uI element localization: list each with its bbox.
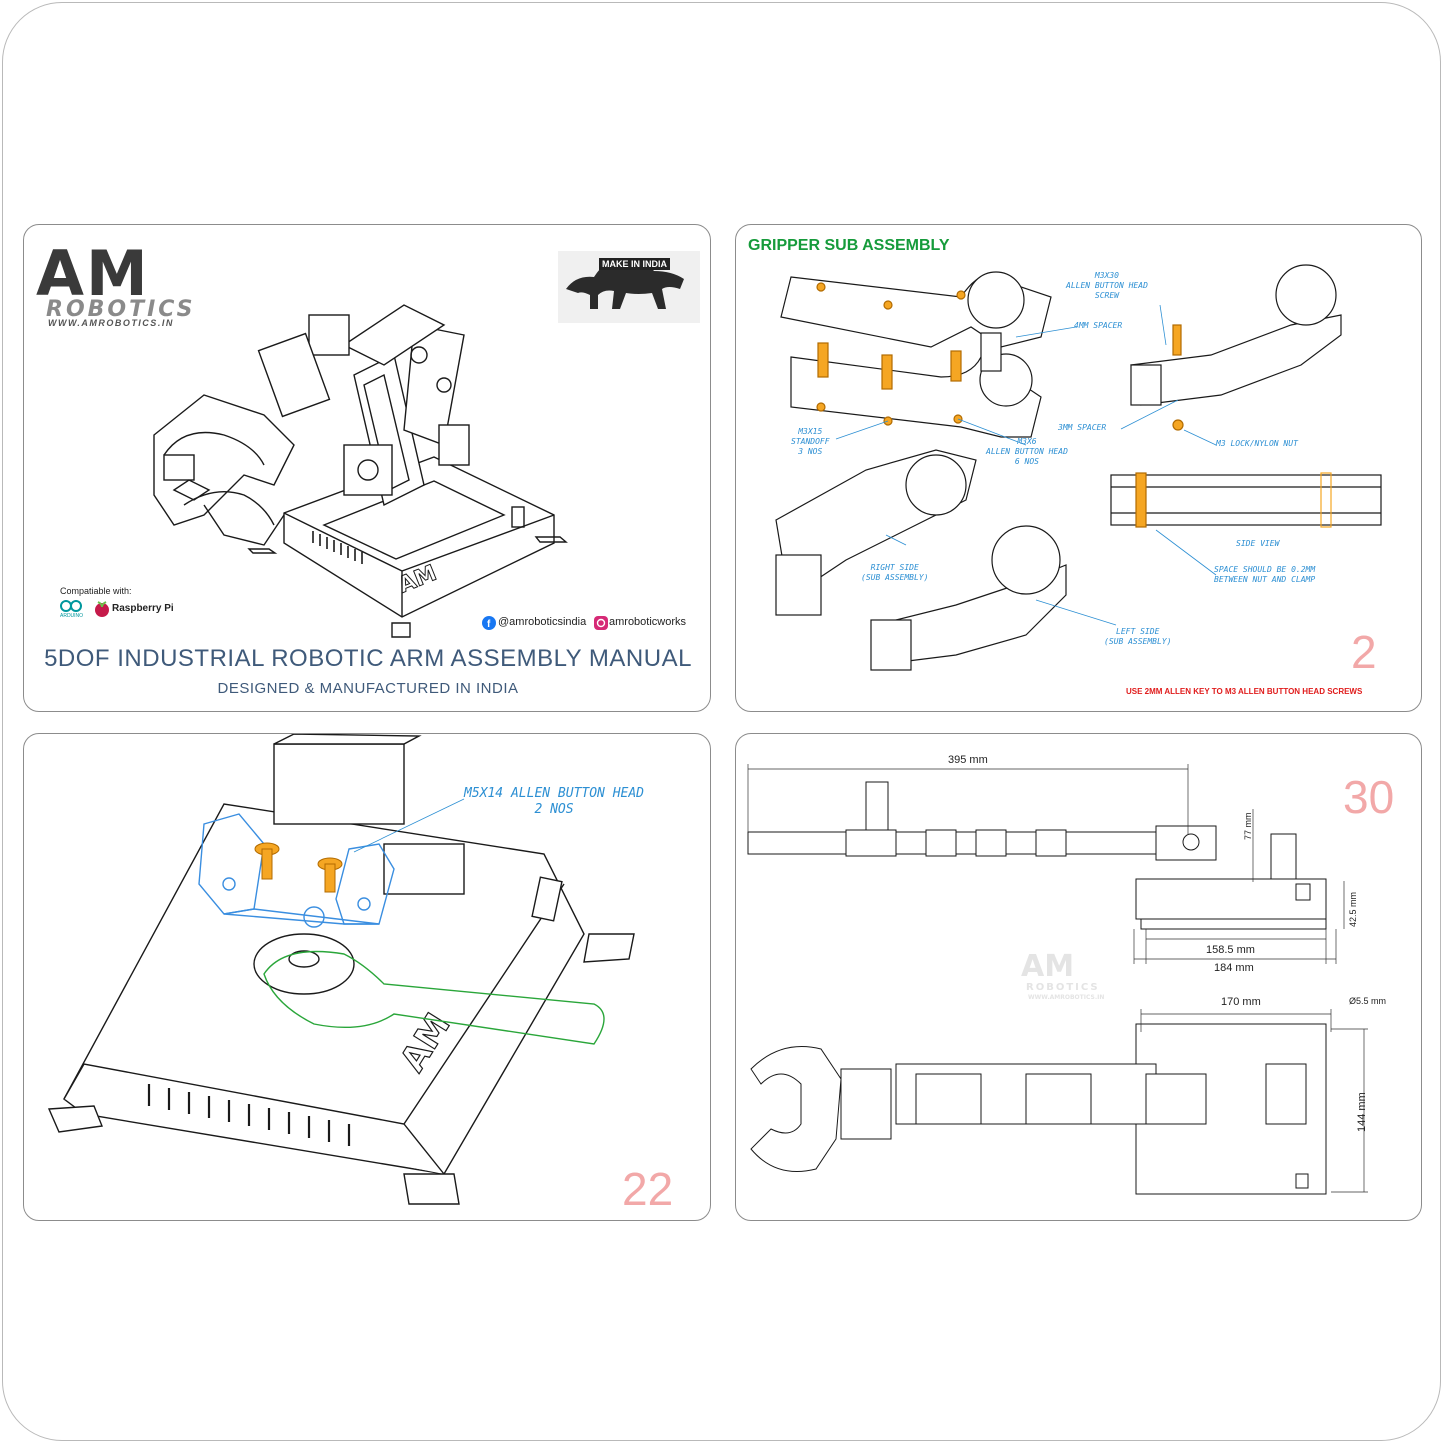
- label-4mm-spacer: 4MM SPACER: [1074, 321, 1123, 330]
- label-m3x6-allen: M3X6 ALLEN BUTTON HEAD 6 NOS: [986, 437, 1068, 466]
- dimension-drawing: [747, 764, 1368, 1195]
- page-number: 30: [1343, 771, 1395, 823]
- dim-158-5: 158.5 mm: [1206, 944, 1255, 956]
- logo-robotics: ROBOTICS: [46, 297, 196, 322]
- page-number: 22: [622, 1163, 674, 1215]
- dim-170: 170 mm: [1221, 996, 1261, 1008]
- facebook-handle: @amroboticsindia: [498, 616, 587, 628]
- compatible-label: Compatiable with:: [60, 586, 132, 596]
- dim-184: 184 mm: [1214, 962, 1254, 974]
- watermark-robotics: ROBOTICS: [1026, 982, 1100, 993]
- make-in-india-text: MAKE IN INDIA: [599, 258, 670, 270]
- gripper-panel: GRIPPER SUB ASSEMBLY M3X30 ALLEN BUTTON …: [735, 224, 1422, 712]
- svg-text:f: f: [487, 619, 491, 630]
- label-left-side: LEFT SIDE (SUB ASSEMBLY): [1104, 627, 1172, 646]
- dimensions-panel: 30 395 mm 77 mm 42.5 mm 158.5 mm 184 mm …: [735, 733, 1422, 1221]
- manual-subtitle: DESIGNED & MANUFACTURED IN INDIA: [217, 680, 519, 697]
- arduino-label: ARDUINO: [60, 613, 84, 619]
- dim-144: 144 mm: [1356, 1092, 1368, 1132]
- dim-395: 395 mm: [948, 754, 988, 766]
- cover-panel: AM AM ROBOTICS WWW.AMROBOTICS.IN: [23, 224, 711, 712]
- raspberry-pi-label: Raspberry Pi: [112, 603, 174, 614]
- manual-title: 5DOF INDUSTRIAL ROBOTIC ARM ASSEMBLY MAN…: [44, 645, 692, 672]
- instagram-icon: [594, 616, 608, 630]
- label-m3x30-screw: M3X30 ALLEN BUTTON HEAD SCREW: [1066, 271, 1148, 300]
- label-3mm-spacer: 3MM SPACER: [1058, 423, 1107, 432]
- label-side-view: SIDE VIEW: [1236, 539, 1280, 548]
- base-diagram: AM: [47, 734, 635, 1205]
- facebook-icon: f: [482, 616, 496, 630]
- lion-icon: [566, 258, 684, 309]
- dim-42-5: 42.5 mm: [1348, 891, 1358, 927]
- label-m5x14-bolts: M5X14 ALLEN BUTTON HEAD 2 NOS: [464, 786, 645, 817]
- logo-url: WWW.AMROBOTICS.IN: [48, 318, 174, 328]
- allen-key-note: USE 2MM ALLEN KEY TO M3 ALLEN BUTTON HEA…: [1126, 687, 1363, 696]
- arduino-icon: [60, 600, 82, 612]
- page-number: 2: [1351, 626, 1377, 678]
- label-nut-gap: SPACE SHOULD BE 0.2MM BETWEEN NUT AND CL…: [1214, 565, 1316, 584]
- label-m3x15-standoff: M3X15 STANDOFF 3 NOS: [791, 427, 830, 456]
- label-m3-locknut: M3 LOCK/NYLON NUT: [1216, 439, 1298, 448]
- watermark-url: WWW.AMROBOTICS.IN: [1028, 994, 1105, 1001]
- instagram-handle: amroboticworks: [609, 616, 687, 628]
- logo-am: AM: [36, 237, 150, 310]
- base-panel: AM M5X14 ALLEN BUTTON HEAD 2 NOS 22: [23, 733, 711, 1221]
- robotic-arm-illustration: AM: [153, 304, 568, 638]
- watermark-am: AM: [1021, 949, 1075, 984]
- gripper-heading: GRIPPER SUB ASSEMBLY: [748, 237, 950, 254]
- gripper-diagram: [775, 264, 1382, 671]
- raspberry-pi-icon: [95, 601, 109, 617]
- dim-77: 77 mm: [1243, 812, 1253, 840]
- label-right-side: RIGHT SIDE (SUB ASSEMBLY): [861, 563, 929, 582]
- dim-5-5-dia: Ø5.5 mm: [1349, 996, 1387, 1006]
